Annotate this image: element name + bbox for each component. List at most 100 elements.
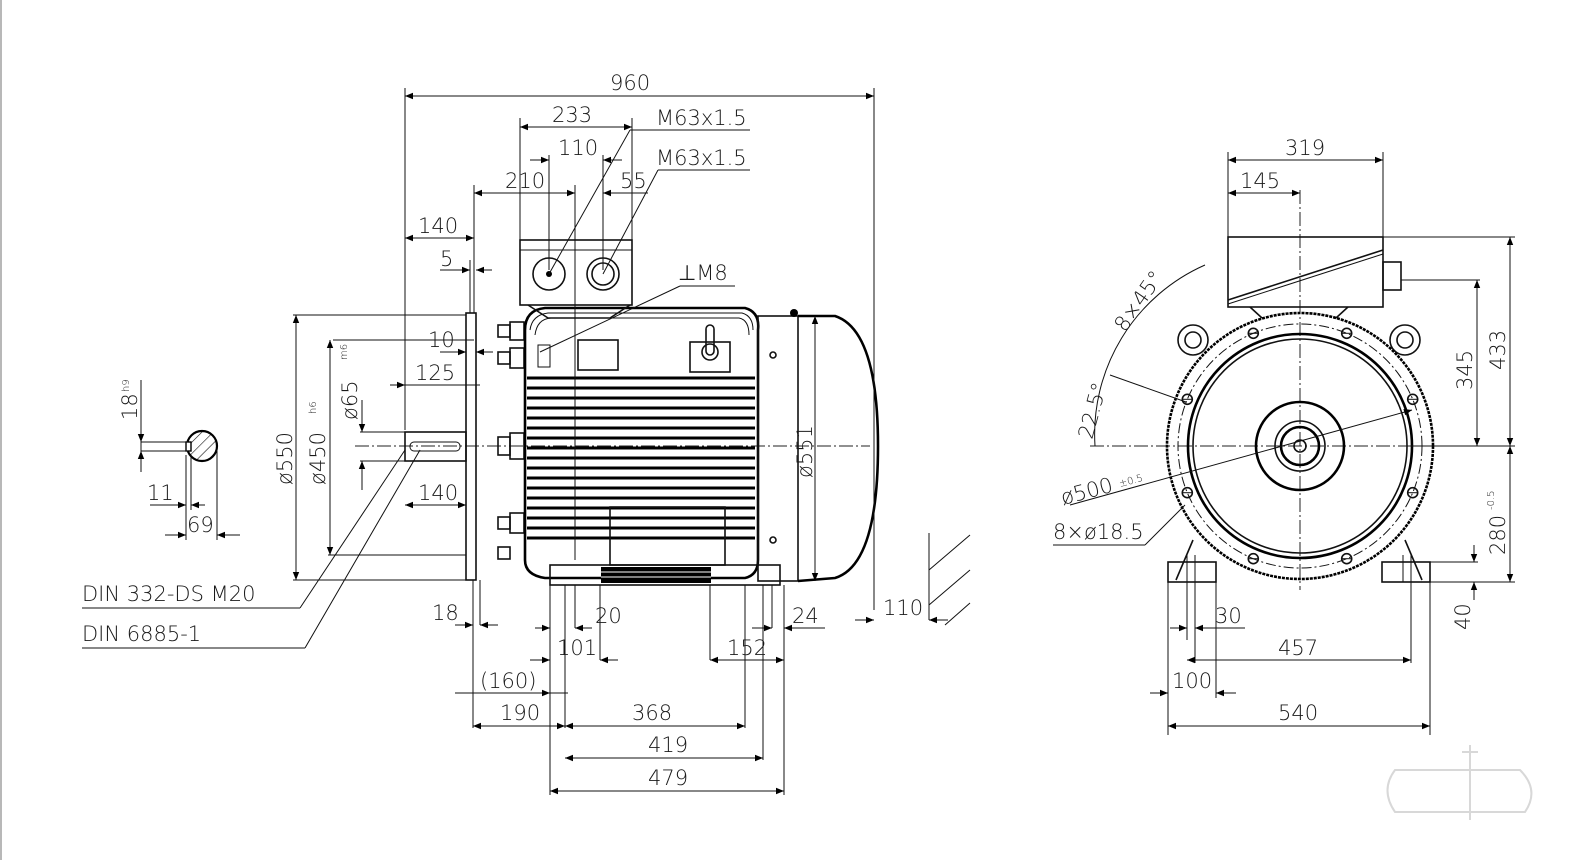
entry-height-label: 345 [1453,350,1477,390]
drawing-shape [519,239,633,306]
drawing-shape [537,344,551,368]
shaft-key-length-label: 125 [415,361,455,385]
fan-clearance-label: 110 [883,596,923,620]
entry-offset-label: 55 [620,169,647,193]
bolt-holes [1181,327,1419,565]
right-foot [1381,561,1431,583]
key-width-label: 18 [118,393,142,420]
foot-hole-spacing-label: 457 [1278,636,1318,660]
flange-bolts [497,321,525,560]
shaft-height-label: 69 [187,513,214,537]
earth-terminal-label: ⊥M8 [678,261,728,285]
flange-gap-label: 5 [440,247,453,271]
dimension-line [1109,374,1187,403]
shaft [404,431,467,462]
page-edge [0,0,2,860]
bolt-pattern-label: 8×45° [1109,266,1168,336]
center-thread-label: DIN 332-DS M20 [82,582,255,606]
box-offset-label: 145 [1240,169,1280,193]
drawing-shape [769,351,777,359]
shaft-to-foot-label: 190 [500,701,540,725]
foot-slot [601,567,711,583]
pcd-tol-label: ±0.5 [1118,473,1144,490]
drawing-shape [701,343,719,361]
cooling-fins [527,376,755,540]
drawing-shape [1462,745,1478,820]
drawing-shape [534,317,750,336]
drawing-shape [497,546,511,560]
pcd-label: ø500 [1058,473,1115,510]
dimension-line [1144,504,1186,546]
foot-rail [549,564,781,586]
drawing-shape [1175,539,1423,581]
drawing-shape [497,351,511,365]
foot-overall-label: 540 [1278,701,1318,725]
dimension-line [299,449,406,609]
spigot-diameter-label: ø450 [306,432,330,485]
shaft-key [409,441,461,452]
fan-cover-ring [757,315,799,582]
drawing-shape [1249,306,1349,319]
drawing-shape [509,347,525,369]
drawing-shape [1254,400,1346,492]
drawing-shape [1177,324,1209,356]
foot-slot-c-label: 152 [727,636,767,660]
shaft-height-label: 280 [1486,515,1510,555]
dimension-line [928,569,971,606]
dimension-line [1227,253,1384,305]
box-offset-label: 210 [505,169,545,193]
shaft-diameter-label: ø65 [338,380,362,420]
drawing-shape [1389,324,1421,356]
dimension-line [539,285,681,353]
shaft-tol-label: m6 [339,344,350,360]
shaft-height-tol-label: -0.5 [1486,490,1497,510]
dimension-line [304,449,421,649]
foot-spacing-b2-label: 419 [648,733,688,757]
key-tol-label: h9 [121,379,132,392]
drawing-shape [1274,420,1326,472]
drawing-shape [1386,769,1533,813]
drawing-shape [509,321,525,341]
drawing-shape [609,506,726,566]
flange-thickness-label: 18 [432,601,459,625]
drawing-shape [497,516,511,530]
fan-cover [797,314,880,583]
terminal-box-width-label: 233 [552,103,592,127]
drawing-shape [527,304,631,319]
drawing-shape [577,339,619,371]
dimension-line [602,169,659,275]
foot-slot-b-label: 101 [557,636,597,660]
bolt-angle-label: 22.5° [1074,380,1112,442]
holes-label: 8×ø18.5 [1053,520,1144,544]
drawing-shape [1396,331,1414,349]
drawing-shape [497,324,511,338]
foot-slot-d-label: 24 [792,604,819,628]
shaft-to-box-label: 140 [418,214,458,238]
dimension-line [1069,409,1413,506]
foot-slot-a-label: 20 [595,604,622,628]
dimension-line [548,129,631,275]
drawing-shape [529,312,754,331]
foot-overall-label: 479 [648,766,688,790]
foot-height-label: 40 [1451,603,1475,630]
drawing-shape [1184,331,1202,349]
drawing-shape [705,324,715,356]
foot-spacing-b1-label: 368 [632,701,672,725]
spigot-label: 10 [428,328,455,352]
drawing-shape [1293,439,1307,453]
keyway [185,441,192,452]
shaft-length-label: 140 [418,481,458,505]
dimension-line [944,602,971,626]
spigot-tol-label: h6 [308,401,319,414]
cable-entry-2-label: M63x1.5 [656,146,747,170]
cable-entry-1-label: M63x1.5 [656,106,747,130]
key-section: 18 h9 11 69 [118,379,240,540]
front-cable-gland [1382,261,1402,291]
drawing-shape [769,536,777,544]
fan-cover-diameter-label: ø551 [793,425,817,478]
drawing-shape [1094,264,1206,447]
drawing-shape [509,512,525,534]
drawing-shape [1192,338,1408,554]
drawing-shape [689,341,731,373]
